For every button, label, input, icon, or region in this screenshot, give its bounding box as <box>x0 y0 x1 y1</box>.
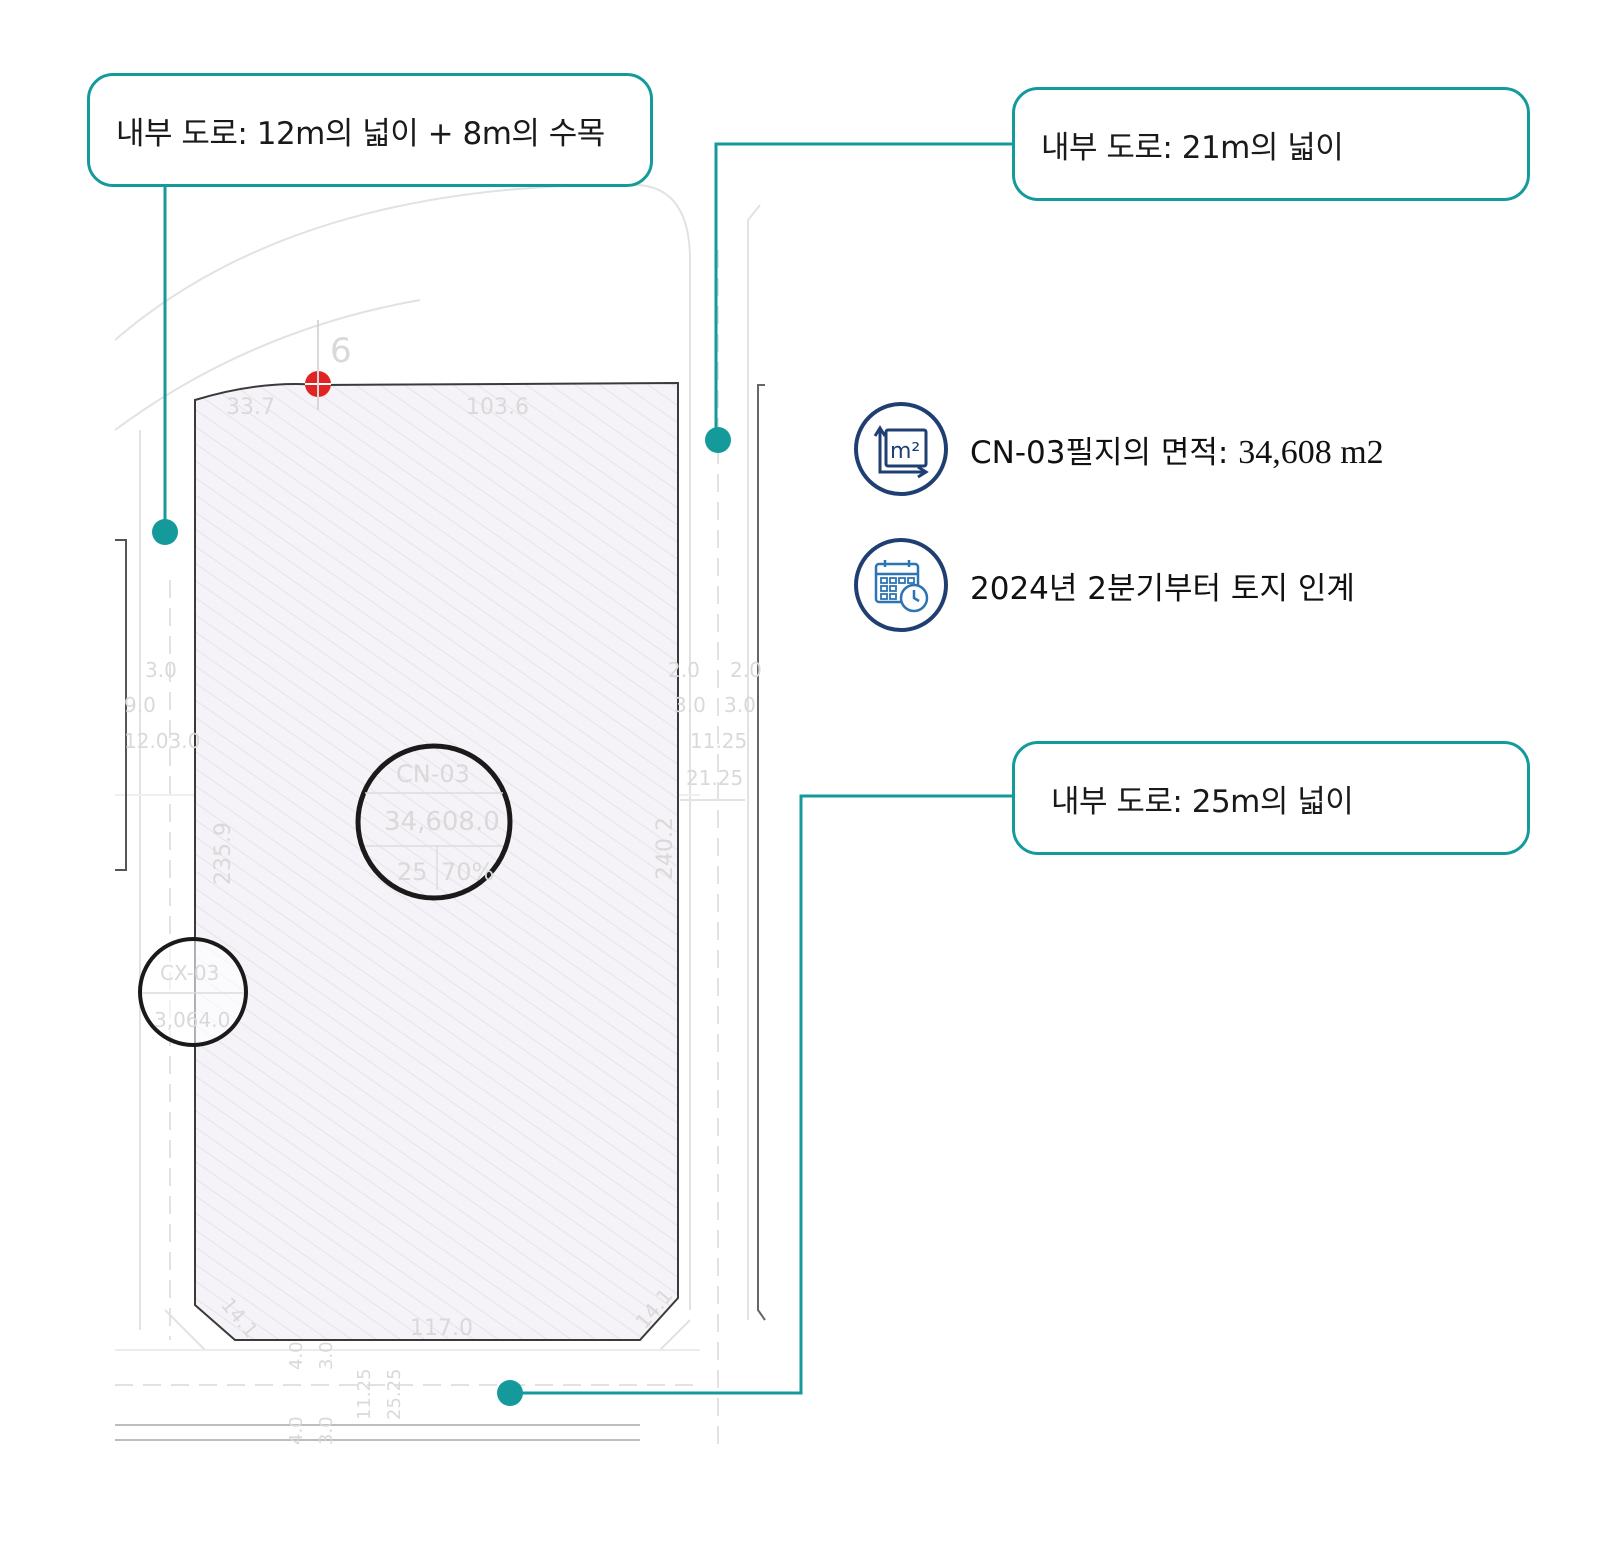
leader-lines <box>163 142 1012 1395</box>
bottom-dimension: 117.0 <box>410 1316 473 1341</box>
site-marker <box>305 320 331 410</box>
plot-main-ratio: 70% <box>441 858 494 886</box>
plot-side-id: CX-03 <box>160 961 219 985</box>
right-road-dim-b2: 3.0 <box>724 693 756 717</box>
right-road-dim-a: 2.0 <box>668 658 700 682</box>
left-road-dim-c: 12.03.0 <box>124 729 200 753</box>
area-info-text: CN-03필지의 면적: 34,608 m2 <box>970 427 1384 472</box>
bottom-road-dim-c: 11.25 <box>354 1368 375 1420</box>
area-icon-text: m² <box>890 439 920 464</box>
marker-number: 6 <box>330 331 352 371</box>
right-side-dimension: 240.2 <box>653 817 678 880</box>
top-left-dimension: 33.7 <box>226 395 275 420</box>
left-road-dim-b: 9.0 <box>124 693 156 717</box>
right-road-dim-c: 11.25 <box>690 729 747 753</box>
calendar-clock-icon <box>854 538 948 632</box>
callout-road-12m: 내부 도로: 12m의 넓이 + 8m의 수목 <box>87 73 653 187</box>
area-value: 34,608 m2 <box>1238 433 1384 471</box>
bottom-road-dim-b2: 3.0 <box>316 1416 337 1445</box>
leader-dot-12m <box>152 519 178 545</box>
area-m2-icon: m² <box>854 402 948 496</box>
callout-road-25m-text: 내부 도로: 25m의 넓이 <box>1051 783 1354 820</box>
area-label: CN-03필지의 면적: <box>970 434 1239 471</box>
bottom-road-dim-a2: 4.0 <box>286 1416 307 1445</box>
right-road-dim-d: 21.25 <box>686 766 743 790</box>
left-road-dim-a: 3.0 <box>145 658 177 682</box>
callout-road-25m: 내부 도로: 25m의 넓이 <box>1012 741 1530 855</box>
callout-road-21m-text: 내부 도로: 21m의 넓이 <box>1041 129 1344 166</box>
right-road-dim-b: 3.0 <box>674 693 706 717</box>
left-road-bracket <box>115 539 127 871</box>
bottom-road-dim-a: 4.0 <box>286 1341 307 1370</box>
bottom-road-dim-d: 25.25 <box>384 1368 405 1420</box>
plot-main-floors: 25 <box>397 858 428 886</box>
handover-text: 2024년 2분기부터 토지 인계 <box>970 570 1355 607</box>
plot-main-id: CN-03 <box>396 760 470 788</box>
info-area-row: m² CN-03필지의 면적: 34,608 m2 <box>852 400 1384 498</box>
leader-dot-21m <box>705 427 731 453</box>
leader-dot-25m <box>497 1380 523 1406</box>
plot-side-area: 3,064.0 <box>154 1008 230 1032</box>
right-road-bracket <box>757 384 766 1321</box>
plot-tag-cx03[interactable]: CX-03 3,064.0 <box>138 937 248 1047</box>
callout-road-12m-text: 내부 도로: 12m의 넓이 + 8m의 수목 <box>116 115 605 152</box>
plot-main-area: 34,608.0 <box>384 807 500 837</box>
plot-tag-cn03[interactable]: CN-03 34,608.0 25 70% <box>355 743 513 901</box>
top-dimension: 103.6 <box>466 395 529 420</box>
right-road-dim-a2: 2.0 <box>730 658 762 682</box>
callout-road-21m: 내부 도로: 21m의 넓이 <box>1012 87 1530 201</box>
left-side-dimension: 235.9 <box>211 822 236 885</box>
bottom-road-dim-b: 3.0 <box>316 1341 337 1370</box>
info-handover-row: 2024년 2분기부터 토지 인계 <box>852 536 1355 634</box>
